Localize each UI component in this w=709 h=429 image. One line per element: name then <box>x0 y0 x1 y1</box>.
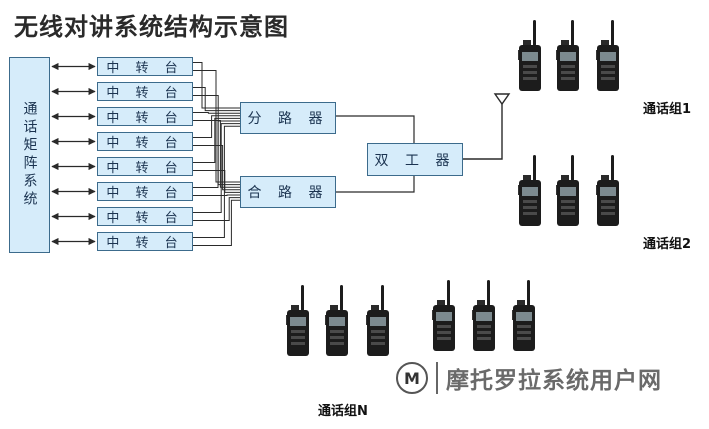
diagram-title: 无线对讲系统结构示意图 <box>14 12 289 41</box>
walkie-talkie-icon <box>431 280 456 352</box>
group-1-label: 通话组1 <box>643 102 692 117</box>
splitter-duplexer-wire <box>336 115 415 143</box>
watermark: M 摩托罗拉系统用户网 <box>396 358 700 398</box>
walkie-talkie-icon <box>555 20 580 92</box>
duplexer-box: 双 工 器 <box>367 143 463 176</box>
relay-label: 中 转 台 <box>106 236 184 251</box>
walkie-talkie-icon <box>471 280 496 352</box>
walkie-talkie-icon <box>517 20 542 92</box>
relay-to-splitter-wire <box>193 117 240 163</box>
matrix-relay-arrows <box>51 62 96 246</box>
relay-label: 中 转 台 <box>106 61 184 76</box>
relay-label: 中 转 台 <box>106 161 184 176</box>
watermark-divider <box>436 362 438 394</box>
relay-to-splitter-wire <box>193 125 240 238</box>
relay-to-splitter-wire <box>193 123 240 213</box>
walkie-talkie-icon <box>365 285 390 357</box>
walkie-talkie-icon <box>595 155 620 227</box>
relay-station-1: 中 转 台 <box>97 57 193 76</box>
relay-station-7: 中 转 台 <box>97 207 193 226</box>
antenna <box>463 93 511 160</box>
matrix-label: 通话矩阵系统 <box>21 101 38 209</box>
splitter-box: 分 路 器 <box>240 102 336 134</box>
relay-station-5: 中 转 台 <box>97 157 193 176</box>
relay-label: 中 转 台 <box>106 136 184 151</box>
relay-label: 中 转 台 <box>106 86 184 101</box>
relay-to-combiner-wire <box>193 194 240 196</box>
relay-to-splitter-wire <box>193 62 240 109</box>
splitter-label: 分 路 器 <box>247 111 329 127</box>
watermark-logo: M <box>396 362 428 394</box>
combiner-label: 合 路 器 <box>247 185 329 201</box>
walkie-talkie-icon <box>517 155 542 227</box>
walkie-talkie-icon <box>511 280 536 352</box>
relay-to-combiner-wire <box>193 120 240 188</box>
relay-station-2: 中 转 台 <box>97 82 193 101</box>
relay-station-4: 中 转 台 <box>97 132 193 151</box>
relay-to-splitter-wire <box>193 120 240 188</box>
relay-to-combiner-wire <box>193 70 240 183</box>
watermark-text: 摩托罗拉系统用户网 <box>446 368 662 394</box>
walkie-talkie-icon <box>324 285 349 357</box>
relay-to-splitter-wire <box>193 115 240 138</box>
relay-label: 中 转 台 <box>106 211 184 226</box>
relay-wires <box>193 62 240 246</box>
relay-station-3: 中 转 台 <box>97 107 193 126</box>
relay-station-6: 中 转 台 <box>97 182 193 201</box>
group-2-label: 通话组2 <box>643 237 692 252</box>
relay-to-combiner-wire <box>193 145 240 191</box>
walkie-talkie-icon <box>595 20 620 92</box>
relay-to-combiner-wire <box>193 199 240 246</box>
relay-to-combiner-wire <box>193 197 240 221</box>
combiner-duplexer-wire <box>336 176 415 193</box>
relay-label: 中 转 台 <box>106 111 184 126</box>
relay-station-8: 中 转 台 <box>97 232 193 251</box>
duplexer-label: 双 工 器 <box>374 152 456 169</box>
group-n-label: 通话组N <box>318 404 368 419</box>
relay-label: 中 转 台 <box>106 186 184 201</box>
walkie-talkie-icon <box>555 155 580 227</box>
walkie-talkie-icon <box>285 285 310 357</box>
relay-to-splitter-wire <box>193 112 240 114</box>
call-matrix-system: 通话矩阵系统 <box>9 57 50 253</box>
combiner-box: 合 路 器 <box>240 176 336 208</box>
relay-to-splitter-wire <box>193 87 240 112</box>
